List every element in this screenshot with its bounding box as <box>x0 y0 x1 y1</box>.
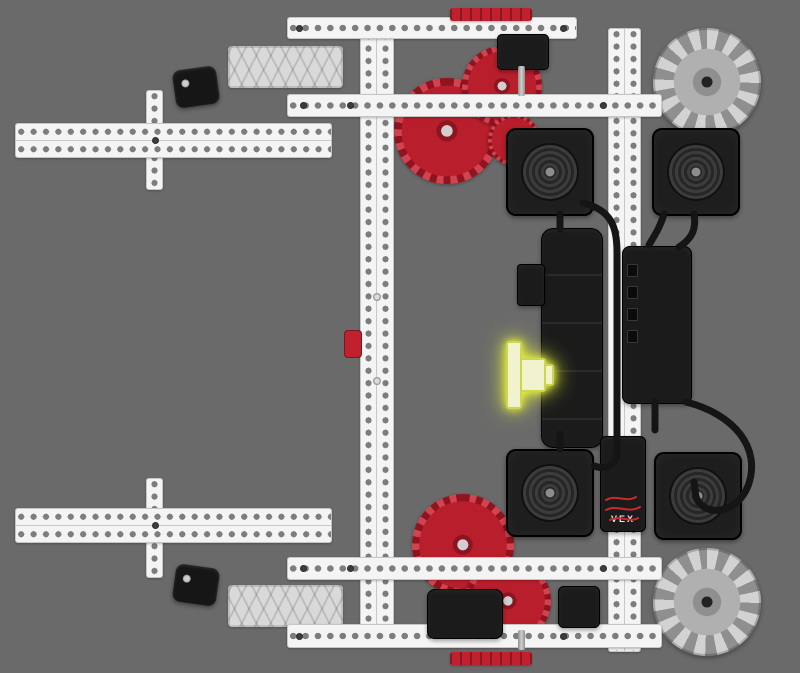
black-box-bottom <box>558 586 600 628</box>
screw-icon <box>296 633 303 640</box>
port-icon <box>627 264 638 277</box>
upper-cross-beam <box>287 94 662 117</box>
screw-icon <box>600 565 607 572</box>
screw-icon <box>152 522 159 529</box>
port-icon <box>627 286 638 299</box>
lower-cross-beam <box>287 557 662 580</box>
smart-motor-bottom-inner <box>506 449 594 537</box>
port-icon <box>627 330 638 343</box>
highlighted-part-tip <box>544 364 554 386</box>
red-shaft-collar <box>344 330 362 358</box>
omni-wheel-bottom-right-icon <box>653 548 761 656</box>
vex-logo-plate: VEX <box>600 436 646 532</box>
red-rail-cap-bottom <box>450 652 532 665</box>
screw-icon <box>347 102 354 109</box>
screw-icon <box>347 565 354 572</box>
screw-icon <box>600 102 607 109</box>
highlighted-part-body <box>520 358 546 392</box>
corner-bracket-bottom-left <box>171 563 221 607</box>
robot-brain <box>622 246 692 404</box>
smart-motor-bottom-outer <box>654 452 742 540</box>
top-edge-beam <box>287 17 577 39</box>
smart-motor-top-inner <box>506 128 594 216</box>
screw-icon <box>300 102 307 109</box>
screw-icon <box>560 633 567 640</box>
left-arm-bottom <box>15 508 332 543</box>
vex-logo: VEX <box>610 514 635 524</box>
motor-body-bottom-center <box>427 589 503 639</box>
corner-bracket-top-left <box>171 65 221 109</box>
omni-wheel-top-right-icon <box>653 28 761 136</box>
screw-icon <box>300 565 307 572</box>
red-rail-cap-top <box>450 8 532 21</box>
screw-icon <box>296 25 303 32</box>
smart-motor-top-outer <box>652 128 740 216</box>
truss-beam-top-left <box>228 46 343 88</box>
left-arm-top <box>15 123 332 158</box>
axle-shaft-bottom <box>518 630 525 650</box>
port-icon <box>627 308 638 321</box>
left-vertical-rail <box>360 30 394 643</box>
screw-icon <box>373 293 381 301</box>
screw-icon <box>373 377 381 385</box>
motor-cap-top-center <box>497 34 549 70</box>
axle-shaft-top <box>518 66 525 96</box>
screw-icon <box>560 25 567 32</box>
screw-icon <box>152 137 159 144</box>
highlighted-part <box>500 336 562 416</box>
battery-connector <box>517 264 545 306</box>
brain-port-row <box>627 264 638 343</box>
truss-beam-bottom-left <box>228 585 343 627</box>
